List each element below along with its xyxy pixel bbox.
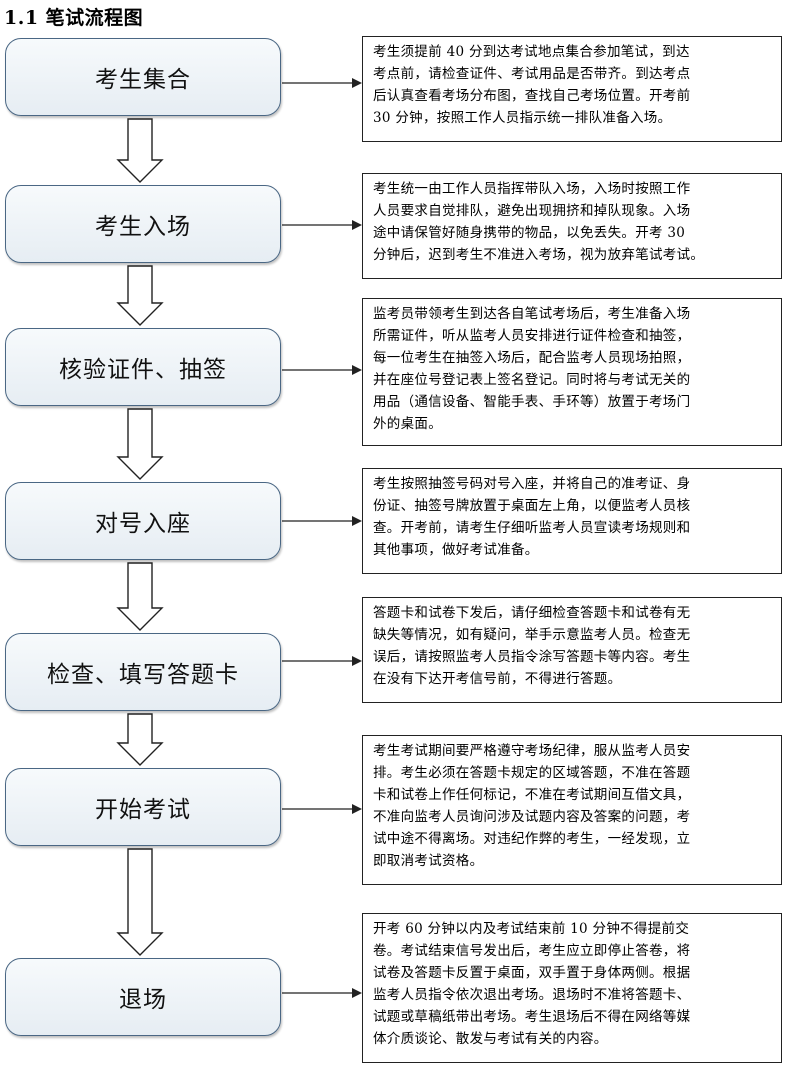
desc-line: 答题卡和试卷下发后，请仔细检查答题卡和试卷有无 bbox=[373, 605, 691, 621]
step-label: 开始考试 bbox=[95, 797, 191, 823]
desc-line: 在没有下达开考信号前，不得进行答题。 bbox=[373, 671, 622, 687]
desc-connector-arrowhead bbox=[352, 988, 362, 998]
desc-line: 所需证件，听从监考人员安排进行证件检查和抽签， bbox=[373, 328, 691, 344]
desc-box-gather: 考生须提前 40 分到达考试地点集合参加笔试，到达 考点前，请检查证件、考试用品… bbox=[362, 36, 782, 142]
desc-box-verify: 监考员带领考生到达各自笔试考场后，考生准备入场 所需证件，听从监考人员安排进行证… bbox=[362, 298, 782, 446]
desc-line: 考生按照抽签号码对号入座，并将自己的准考证、身 bbox=[373, 476, 691, 492]
step-label: 检查、填写答题卡 bbox=[47, 662, 239, 688]
desc-connector-arrowhead bbox=[352, 804, 362, 814]
desc-line: 缺失等情况，如有疑问，举手示意监考人员。检查无 bbox=[373, 627, 691, 643]
desc-connector-arrowhead bbox=[352, 78, 362, 88]
desc-line: 考生须提前 40 分到达考试地点集合参加笔试，到达 bbox=[373, 44, 690, 60]
desc-line: 考点前，请检查证件、考试用品是否带齐。到达考点 bbox=[373, 66, 691, 82]
desc-box-leave: 开考 60 分钟以内及考试结束前 10 分钟不得提前交 卷。考试结束信号发出后，… bbox=[362, 913, 782, 1063]
desc-line: 考生统一由工作人员指挥带队入场，入场时按照工作 bbox=[373, 181, 691, 197]
desc-line: 监考员带领考生到达各自笔试考场后，考生准备入场 bbox=[373, 306, 691, 322]
desc-connector-arrowhead bbox=[352, 220, 362, 230]
desc-box-seat: 考生按照抽签号码对号入座，并将自己的准考证、身 份证、抽签号牌放置于桌面左上角，… bbox=[362, 468, 782, 574]
desc-line: 误后，请按照监考人员指令涂写答题卡等内容。考生 bbox=[373, 649, 691, 665]
desc-line: 并在座位号登记表上签名登记。同时将与考试无关的 bbox=[373, 372, 691, 388]
desc-line: 考生考试期间要严格遵守考场纪律，服从监考人员安 bbox=[373, 743, 691, 759]
desc-line: 卡和试卷上作任何标记，不准在考试期间互借文具， bbox=[373, 787, 691, 803]
step-label: 退场 bbox=[119, 987, 167, 1013]
step-box-seat: 对号入座 bbox=[5, 482, 281, 560]
page-title: 1.1 笔试流程图 bbox=[4, 7, 144, 29]
flow-down-arrow bbox=[116, 562, 164, 631]
desc-box-enter: 考生统一由工作人员指挥带队入场，入场时按照工作 人员要求自觉排队，避免出现拥挤和… bbox=[362, 173, 782, 279]
desc-connector-arrowhead bbox=[352, 365, 362, 375]
desc-line: 体介质谈论、散发与考试有关的内容。 bbox=[373, 1031, 608, 1047]
desc-line: 试卷及答题卡反置于桌面，双手置于身体两侧。根据 bbox=[373, 965, 691, 981]
flow-down-arrow bbox=[116, 408, 164, 480]
desc-line: 份证、抽签号牌放置于桌面左上角，以便监考人员核 bbox=[373, 498, 691, 514]
desc-line: 监考人员指令依次退出考场。退场时不准将答题卡、 bbox=[373, 987, 691, 1003]
desc-line: 排。考生必须在答题卡规定的区域答题，不准在答题 bbox=[373, 765, 691, 781]
desc-box-answer-sheet: 答题卡和试卷下发后，请仔细检查答题卡和试卷有无 缺失等情况，如有疑问，举手示意监… bbox=[362, 597, 782, 703]
desc-line: 不准向监考人员询问涉及试题内容及答案的问题，考 bbox=[373, 809, 691, 825]
desc-line: 分钟后，迟到考生不准进入考场，视为放弃笔试考试。 bbox=[373, 247, 705, 263]
step-box-enter: 考生入场 bbox=[5, 185, 281, 263]
desc-line: 试题或草稿纸带出考场。考生退场后不得在网络等媒 bbox=[373, 1009, 691, 1025]
step-label: 考生集合 bbox=[95, 67, 191, 93]
desc-connector-arrowhead bbox=[352, 656, 362, 666]
desc-line: 外的桌面。 bbox=[373, 416, 442, 432]
desc-line: 每一位考生在抽签入场后，配合监考人员现场拍照， bbox=[373, 350, 691, 366]
flow-down-arrow bbox=[116, 713, 164, 766]
step-box-answer-sheet: 检查、填写答题卡 bbox=[5, 633, 281, 711]
desc-box-start-exam: 考生考试期间要严格遵守考场纪律，服从监考人员安 排。考生必须在答题卡规定的区域答… bbox=[362, 735, 782, 885]
step-box-verify: 核验证件、抽签 bbox=[5, 328, 281, 406]
step-box-leave: 退场 bbox=[5, 958, 281, 1036]
flow-down-arrow bbox=[116, 265, 164, 326]
desc-line: 人员要求自觉排队，避免出现拥挤和掉队现象。入场 bbox=[373, 203, 691, 219]
desc-line: 途中请保管好随身携带的物品，以免丢失。开考 30 bbox=[373, 225, 686, 241]
step-label: 考生入场 bbox=[95, 214, 191, 240]
step-label: 核验证件、抽签 bbox=[59, 357, 227, 383]
desc-line: 用品（通信设备、智能手表、手环等）放置于考场门 bbox=[373, 394, 691, 410]
desc-line: 试中途不得离场。对违纪作弊的考生，一经发现，立 bbox=[373, 831, 691, 847]
flow-down-arrow bbox=[116, 848, 164, 956]
desc-line: 卷。考试结束信号发出后，考生应立即停止答卷，将 bbox=[373, 943, 691, 959]
step-label: 对号入座 bbox=[95, 511, 191, 537]
desc-line: 即取消考试资格。 bbox=[373, 853, 484, 869]
step-box-gather: 考生集合 bbox=[5, 38, 281, 116]
desc-line: 30 分钟，按照工作人员指示统一排队准备入场。 bbox=[373, 110, 672, 126]
desc-line: 其他事项，做好考试准备。 bbox=[373, 542, 539, 558]
desc-line: 后认真查看考场分布图，查找自己考场位置。开考前 bbox=[373, 88, 691, 104]
desc-connector-arrowhead bbox=[352, 516, 362, 526]
flow-down-arrow bbox=[116, 118, 164, 183]
desc-line: 查。开考前，请考生仔细听监考人员宣读考场规则和 bbox=[373, 520, 691, 536]
step-box-start-exam: 开始考试 bbox=[5, 768, 281, 846]
desc-line: 开考 60 分钟以内及考试结束前 10 分钟不得提前交 bbox=[373, 921, 690, 937]
